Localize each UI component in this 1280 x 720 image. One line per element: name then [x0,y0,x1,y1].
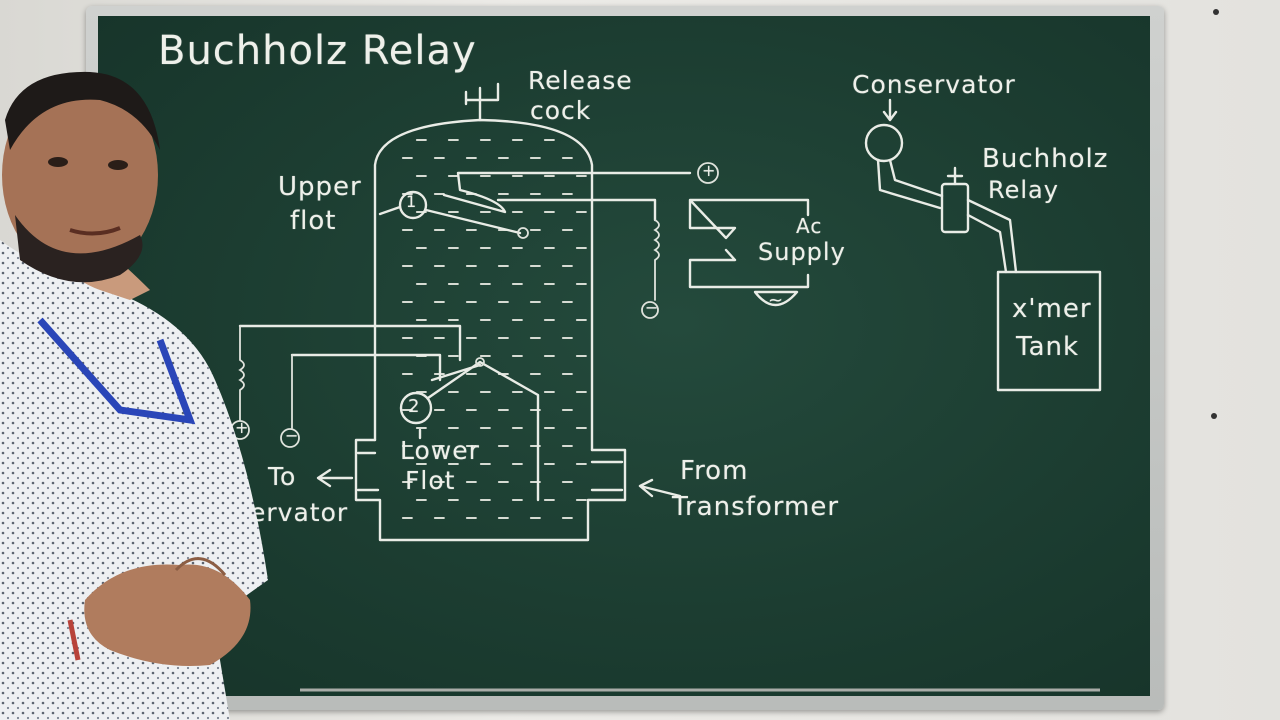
board-title: Buchholz Relay [158,28,477,74]
to-conservator-label-line1: To [268,462,297,491]
upper-float-label-line1: Upper [278,172,362,202]
tank-label-line2: Tank [1016,332,1080,362]
wall-mark [1211,413,1217,419]
upper-float-label-line2: flot [290,206,337,236]
lower-float-mechanism [230,324,540,502]
presenter-hands [67,557,251,666]
lower-float-label-line1: Lower [400,436,480,465]
buchholz-relay-label-line2: Relay [988,176,1059,204]
from-transformer-label-line1: From [680,456,749,486]
negative-terminal-lower: − [285,426,300,445]
lanyard [37,317,196,425]
release-label-line1: Release [528,66,633,95]
wall-mark [1213,9,1219,15]
lower-float-label-line2: Flot [405,466,456,495]
buchholz-relay-label-line1: Buchholz [982,144,1109,174]
float-number-2: 2 [408,396,421,417]
tank-label-line1: x'mer [1012,294,1092,324]
conservator-label: Conservator [852,70,1016,99]
ac-source-symbol: ~ [768,290,785,311]
from-transformer-label-line2: Transformer [672,492,840,522]
positive-terminal-lower: + [235,418,250,437]
transformer-system [864,123,1102,392]
float-number-1: 1 [406,192,418,211]
flow-arrows [316,98,898,498]
chalkboard [98,16,1150,696]
ac-label: Ac [796,214,823,238]
upper-float-mechanism [378,162,719,319]
release-cock-symbol [464,82,500,122]
presenter-head [2,71,160,283]
supply-label: Supply [758,238,846,266]
to-conservator-label-line2: ervator [250,498,349,527]
positive-terminal-upper: + [702,161,717,180]
ac-supply-circuit [688,198,810,307]
negative-terminal-upper: − [645,298,660,317]
release-label-line2: cock [530,96,592,125]
